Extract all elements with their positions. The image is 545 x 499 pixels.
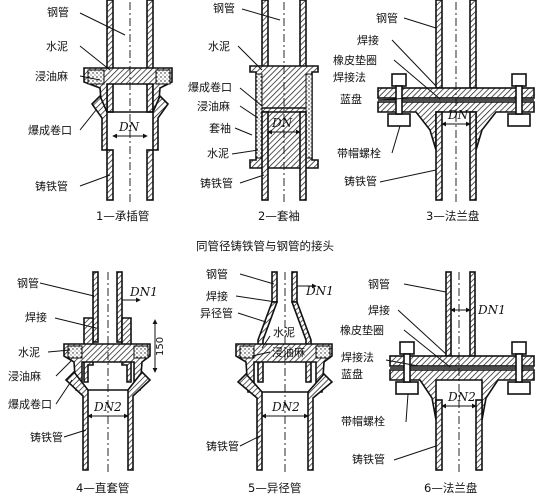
p3-label-bolt: 带帽螺栓 [337, 146, 381, 160]
p6-label-steel-pipe: 钢管 [368, 277, 390, 291]
p2-label-cement-bottom: 水泥 [207, 147, 229, 160]
p2-caption: 2—套袖 [258, 209, 300, 223]
p3-label-steel-pipe: 钢管 [376, 11, 398, 25]
p1-label-oakum: 浸油麻 [35, 69, 68, 83]
panel-2-sleeve-joint: DN 钢管 水泥 爆成卷口 浸油麻 套袖 水泥 铸铁管 2—套袖 [188, 0, 319, 223]
p4-label-cement: 水泥 [18, 346, 40, 359]
p4-label-rolled-lip: 爆成卷口 [8, 397, 52, 411]
diagram-title: 同管径铸铁管与钢管的接头 [196, 239, 334, 253]
p1-label-steel-pipe: 钢管 [47, 5, 69, 19]
p5-label-weld: 焊接 [206, 289, 228, 303]
p4-label-cast-iron: 铸铁管 [30, 430, 63, 444]
dn1-label-6: DN1 [477, 303, 506, 317]
p1-label-rolled-lip: 爆成卷口 [28, 123, 72, 137]
p5-label-cement: 水泥 [273, 326, 295, 339]
p4-label-weld: 焊接 [25, 310, 47, 324]
p3-caption: 3—法兰盘 [426, 209, 479, 223]
p4-caption: 4—直套管 [76, 481, 129, 495]
p5-caption: 5—异径管 [248, 481, 301, 495]
p6-label-flange-plate: 蓝盘 [341, 367, 363, 381]
p4-label-steel-pipe: 钢管 [17, 276, 39, 290]
dim-150: 150 [155, 337, 166, 356]
dn1-label-5: DN1 [305, 284, 334, 298]
p2-label-oakum: 浸油麻 [197, 99, 230, 113]
p4-label-oakum: 浸油麻 [8, 369, 41, 383]
p2-label-rolled-lip: 爆成卷口 [188, 80, 232, 94]
p3-label-flange-plate: 蓝盘 [340, 92, 362, 106]
p6-label-cast-iron: 铸铁管 [352, 452, 385, 466]
p5-label-cast-iron: 铸铁管 [206, 439, 239, 453]
dn-label-1: DN [118, 120, 140, 134]
p2-label-sleeve: 套袖 [209, 121, 231, 135]
dn1-label-4: DN1 [129, 285, 158, 299]
p2-label-steel-pipe: 钢管 [213, 1, 235, 15]
p5-label-steel-pipe: 钢管 [206, 267, 228, 281]
p3-label-gasket: 橡皮垫圈 [333, 53, 377, 67]
p6-label-gasket: 橡皮垫圈 [340, 323, 384, 337]
dn-label-3: DN [447, 108, 469, 122]
p6-label-weld-flange: 焊接法 [341, 350, 374, 364]
p1-label-cement: 水泥 [46, 40, 68, 53]
p6-label-bolt: 带帽螺栓 [341, 414, 385, 428]
p2-label-cast-iron: 铸铁管 [200, 176, 233, 190]
p2-label-cement-top: 水泥 [208, 40, 230, 53]
dn2-label-4: DN2 [93, 400, 122, 414]
p5-label-reducer: 异径管 [200, 306, 233, 320]
center-lines [107, 2, 460, 474]
dn-label-2: DN [271, 116, 293, 130]
p5-label-oakum: 浸油麻 [272, 345, 305, 359]
p1-caption: 1—承插管 [96, 209, 149, 223]
p6-label-weld: 焊接 [368, 303, 390, 317]
panel-3-flange-joint: DN 钢管 焊接 橡皮垫圈 焊接法 蓝盘 带帽螺栓 铸铁管 3—法兰盘 [333, 0, 535, 223]
p3-label-weld-flange: 焊接法 [333, 70, 366, 84]
panel-4-straight-sleeve: DN1 150 DN2 钢管 焊接 水泥 浸油麻 爆成卷口 铸铁管 4—直套管 [8, 271, 166, 495]
p3-label-cast-iron: 铸铁管 [344, 174, 377, 188]
dn2-label-6: DN2 [447, 390, 476, 404]
panel-5-reducer: DN1 DN2 钢管 焊接 异径管 水泥 浸油麻 铸铁管 5—异径管 [200, 267, 334, 495]
p3-label-weld: 焊接 [357, 33, 379, 47]
panel-1-socket-joint: DN 钢管 水泥 浸油麻 爆成卷口 铸铁管 1—承插管 [28, 0, 173, 223]
p6-caption: 6—法兰盘 [424, 481, 477, 495]
p1-label-cast-iron: 铸铁管 [35, 179, 68, 193]
panel-6-flange-joint: DN1 DN2 钢管 焊接 橡皮垫圈 焊接法 蓝盘 带帽螺栓 铸铁管 6—法兰盘 [340, 271, 535, 495]
